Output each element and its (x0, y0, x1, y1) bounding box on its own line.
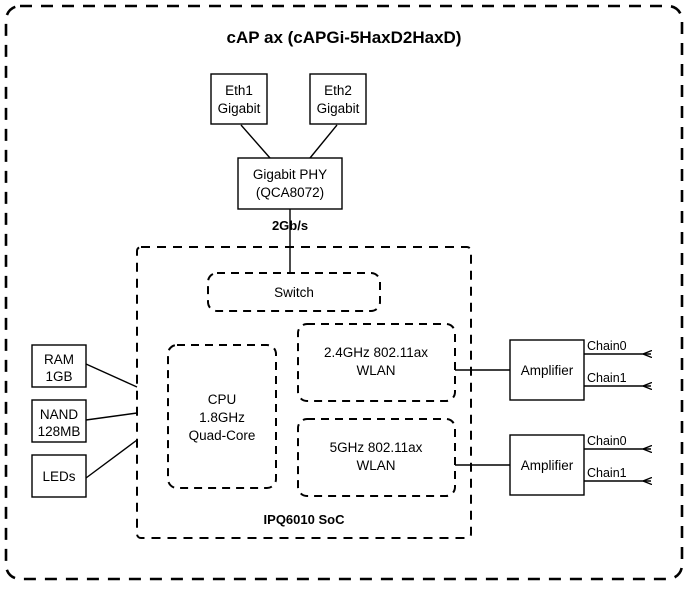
block-wlan-5ghz-line2: WLAN (356, 458, 395, 473)
block-cpu[interactable] (167, 344, 277, 489)
link-speed-label: 2Gb/s (272, 218, 308, 233)
block-eth1-line1: Eth1 (225, 83, 253, 98)
soc-label: IPQ6010 SoC (264, 512, 346, 527)
block-eth2-line1: Eth2 (324, 83, 352, 98)
label-amp-bottom-chain0: Chain0 (587, 434, 627, 448)
block-leds-label: LEDs (42, 469, 75, 484)
block-wlan-5ghz[interactable] (297, 418, 456, 497)
block-phy-line1: Gigabit PHY (253, 167, 327, 182)
block-switch[interactable] (207, 272, 381, 312)
block-eth1[interactable] (210, 73, 268, 125)
block-ram[interactable] (31, 344, 87, 388)
block-cpu-line3: Quad-Core (189, 428, 256, 443)
block-leds[interactable] (31, 454, 87, 498)
block-wlan-24ghz[interactable] (297, 323, 456, 402)
block-nand[interactable] (31, 399, 87, 443)
connector-leds-soc (85, 439, 138, 479)
block-cpu-line1: CPU (208, 392, 237, 407)
diagram-title: cAP ax (cAPGi-5HaxD2HaxD) (227, 28, 462, 47)
block-wlan-24ghz-line2: WLAN (356, 363, 395, 378)
block-nand-line2: 128MB (38, 424, 81, 439)
block-eth2[interactable] (309, 73, 367, 125)
connector-eth2-phy (309, 124, 338, 159)
label-amp-top-chain1: Chain1 (587, 371, 627, 385)
block-soc-boundary (136, 246, 472, 539)
block-gigabit-phy[interactable] (237, 157, 343, 210)
block-amplifier-top-label: Amplifier (521, 363, 574, 378)
block-cpu-line2: 1.8GHz (199, 410, 245, 425)
block-switch-label: Switch (274, 285, 314, 300)
connector-nand-soc (85, 412, 138, 421)
block-amplifier-bottom[interactable] (509, 434, 585, 496)
block-ram-line1: RAM (44, 352, 74, 367)
block-eth1-line2: Gigabit (218, 101, 261, 116)
block-wlan-24ghz-line1: 2.4GHz 802.11ax (324, 345, 428, 360)
block-amplifier-bottom-label: Amplifier (521, 458, 574, 473)
block-wlan-5ghz-line1: 5GHz 802.11ax (330, 440, 423, 455)
connector-ram-soc (85, 363, 138, 388)
block-phy-line2: (QCA8072) (256, 185, 324, 200)
block-nand-line1: NAND (40, 407, 79, 422)
block-eth2-line2: Gigabit (317, 101, 360, 116)
label-amp-top-chain0: Chain0 (587, 339, 627, 353)
connector-eth1-phy (240, 124, 271, 159)
block-ram-line2: 1GB (45, 369, 72, 384)
device-outline (4, 4, 684, 581)
block-amplifier-top[interactable] (509, 339, 585, 401)
label-amp-bottom-chain1: Chain1 (587, 466, 627, 480)
